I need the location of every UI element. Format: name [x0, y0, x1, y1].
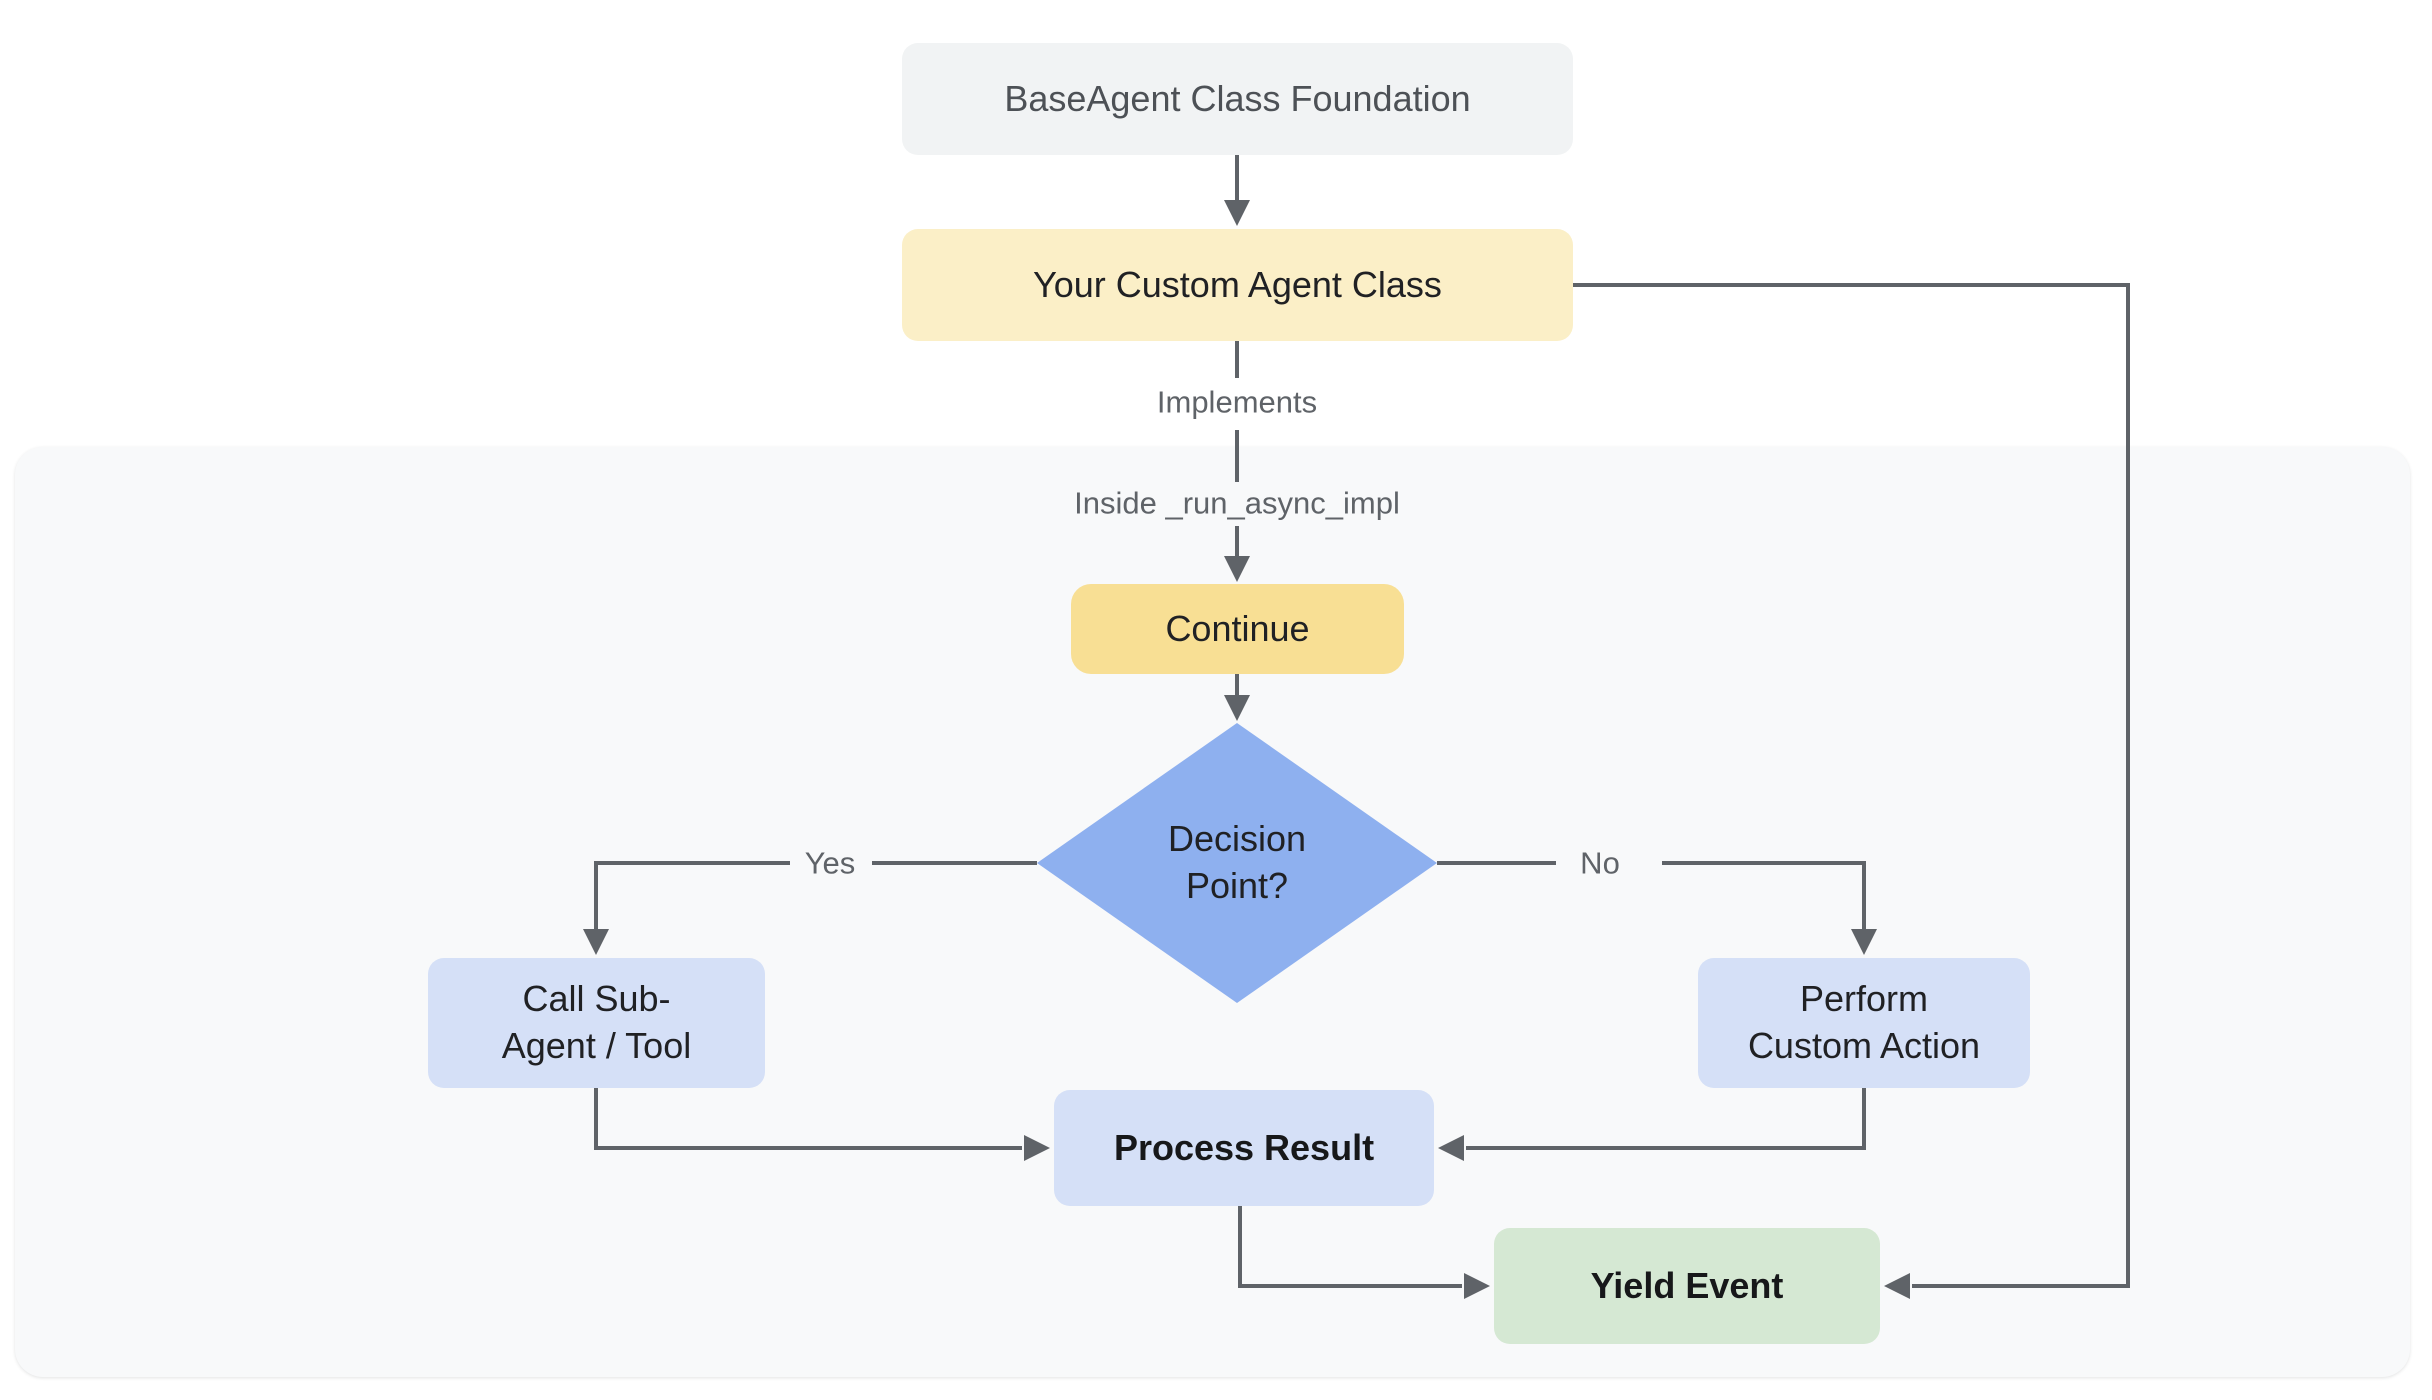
node-label-line: Call Sub- — [522, 978, 671, 1020]
edge-decision-no — [1437, 861, 1877, 955]
node-custom-agent-class: Your Custom Agent Class — [902, 229, 1573, 341]
node-continue: Continue — [1071, 584, 1404, 674]
node-label: Continue — [1165, 607, 1310, 649]
node-call-sub-agent-tool: Call Sub- Agent / Tool — [428, 958, 765, 1088]
edge-label-implements: Implements — [1156, 384, 1318, 420]
node-label-line: Perform — [1799, 978, 1929, 1020]
edge-label-yes: Yes — [804, 845, 856, 881]
node-label: Your Custom Agent Class — [1033, 263, 1442, 305]
edge-custom-to-yield — [1573, 283, 2130, 1299]
node-label-line: Point? — [1185, 865, 1289, 906]
node-label-line: Agent / Tool — [501, 1025, 692, 1066]
node-perform-custom-action: Perform Custom Action — [1698, 958, 2030, 1088]
edge-custom-to-continue — [1224, 341, 1250, 582]
edge-label-inside-run-async-impl: Inside _run_async_impl — [1074, 485, 1400, 521]
node-label: BaseAgent Class Foundation — [1004, 77, 1471, 119]
edge-decision-yes — [583, 861, 1037, 955]
edge-process-to-yield — [1238, 1206, 1490, 1299]
node-label-line: Decision — [1167, 818, 1307, 860]
edge-perform-to-process — [1438, 1088, 1866, 1161]
node-yield-event: Yield Event — [1494, 1228, 1880, 1344]
edge-continue-to-decision — [1224, 674, 1250, 721]
node-process-result: Process Result — [1054, 1090, 1434, 1206]
node-baseagent-foundation: BaseAgent Class Foundation — [902, 43, 1573, 155]
edge-foundation-to-custom — [1224, 155, 1250, 226]
node-label: Process Result — [1113, 1126, 1375, 1168]
node-label-line: Custom Action — [1747, 1025, 1981, 1066]
node-label: Yield Event — [1590, 1264, 1784, 1306]
edge-call-to-process — [594, 1088, 1050, 1161]
edge-label-no: No — [1580, 845, 1620, 881]
